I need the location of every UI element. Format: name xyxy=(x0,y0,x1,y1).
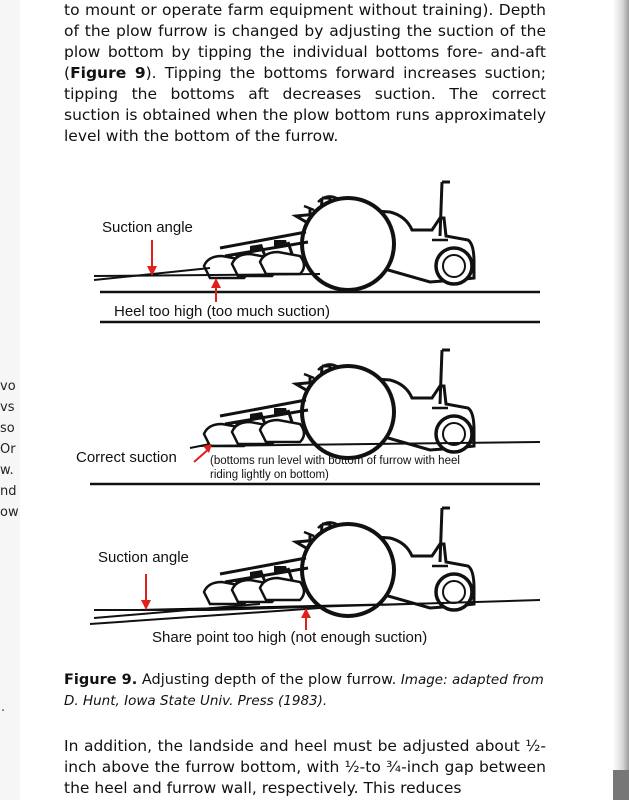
correct-suction-note-line1: (bottoms run level with bottom of furrow… xyxy=(210,455,460,467)
margin-dot: . xyxy=(1,700,6,715)
figure-reference-link[interactable]: Figure 9 xyxy=(70,64,146,82)
caption-credit-line1: Image: adapted from xyxy=(400,672,544,688)
fragment-text: w. xyxy=(0,463,14,478)
text-line: between the heel and furrow wall, respec… xyxy=(64,758,546,797)
caption-credit-line2: D. Hunt, Iowa State Univ. Press (1983). xyxy=(64,693,328,709)
fragment-text: so xyxy=(0,421,15,436)
text-line: correct suction is obtained when the plo… xyxy=(64,85,546,124)
text-line: of the plow bottom by tipping the indivi… xyxy=(64,22,546,61)
heel-too-high-label: Heel too high (too much suction) xyxy=(114,303,330,320)
text-line: Depth of the plow furrow is changed by a… xyxy=(64,1,546,40)
correct-suction-label: Correct suction xyxy=(76,449,177,466)
body-paragraph-top: to mount or operate farm equipment witho… xyxy=(64,0,546,147)
panel-heel-too-high: Suction angle Heel too high (too much su… xyxy=(93,180,540,324)
text-line: and-aft ( xyxy=(64,43,546,82)
body-paragraph-bottom: In addition, the landside and heel must … xyxy=(64,736,546,799)
text-line: to mount or operate farm equipment witho… xyxy=(64,1,494,19)
page-edge-dark xyxy=(613,770,629,800)
caption-text: Adjusting depth of the plow furrow. xyxy=(137,672,401,688)
previous-page-strip xyxy=(0,0,20,800)
figure-caption: Figure 9. Adjusting depth of the plow fu… xyxy=(64,670,546,712)
plow-suction-diagram: Suction angle Heel too high (too much su… xyxy=(76,180,541,646)
suction-angle-label: Suction angle xyxy=(98,549,189,566)
page-edge-shadow xyxy=(613,0,629,800)
previous-page-text-fragments: vo vs so Or w. nd ow xyxy=(0,376,22,523)
suction-angle-label: Suction angle xyxy=(102,219,193,236)
fragment-text: vo xyxy=(0,379,16,394)
fragment-text: nd xyxy=(0,484,17,499)
correct-suction-note-line2: riding lightly on bottom) xyxy=(210,469,329,481)
share-point-too-high-label: Share point too high (not enough suction… xyxy=(152,629,427,646)
panel-correct-suction: Correct suction (bottoms run level with … xyxy=(76,348,541,486)
text-line: ). Tipping the bottoms forward increases xyxy=(145,64,477,82)
text-line: In addition, the landside and heel must … xyxy=(64,737,520,755)
text-line: ½-inch above the furrow bottom, with ½-t… xyxy=(64,737,546,776)
fragment-text: Or xyxy=(0,442,16,457)
fragment-text: vs xyxy=(0,400,15,415)
panel-share-point-too-high: Suction angle Share point too high (not … xyxy=(89,506,541,646)
text-line: suction; tipping the bottoms aft decreas… xyxy=(64,64,546,103)
caption-figure-number: Figure 9. xyxy=(64,672,138,688)
text-line: approximately level with the bottom of t… xyxy=(64,106,546,145)
fragment-text: ow xyxy=(0,505,19,520)
